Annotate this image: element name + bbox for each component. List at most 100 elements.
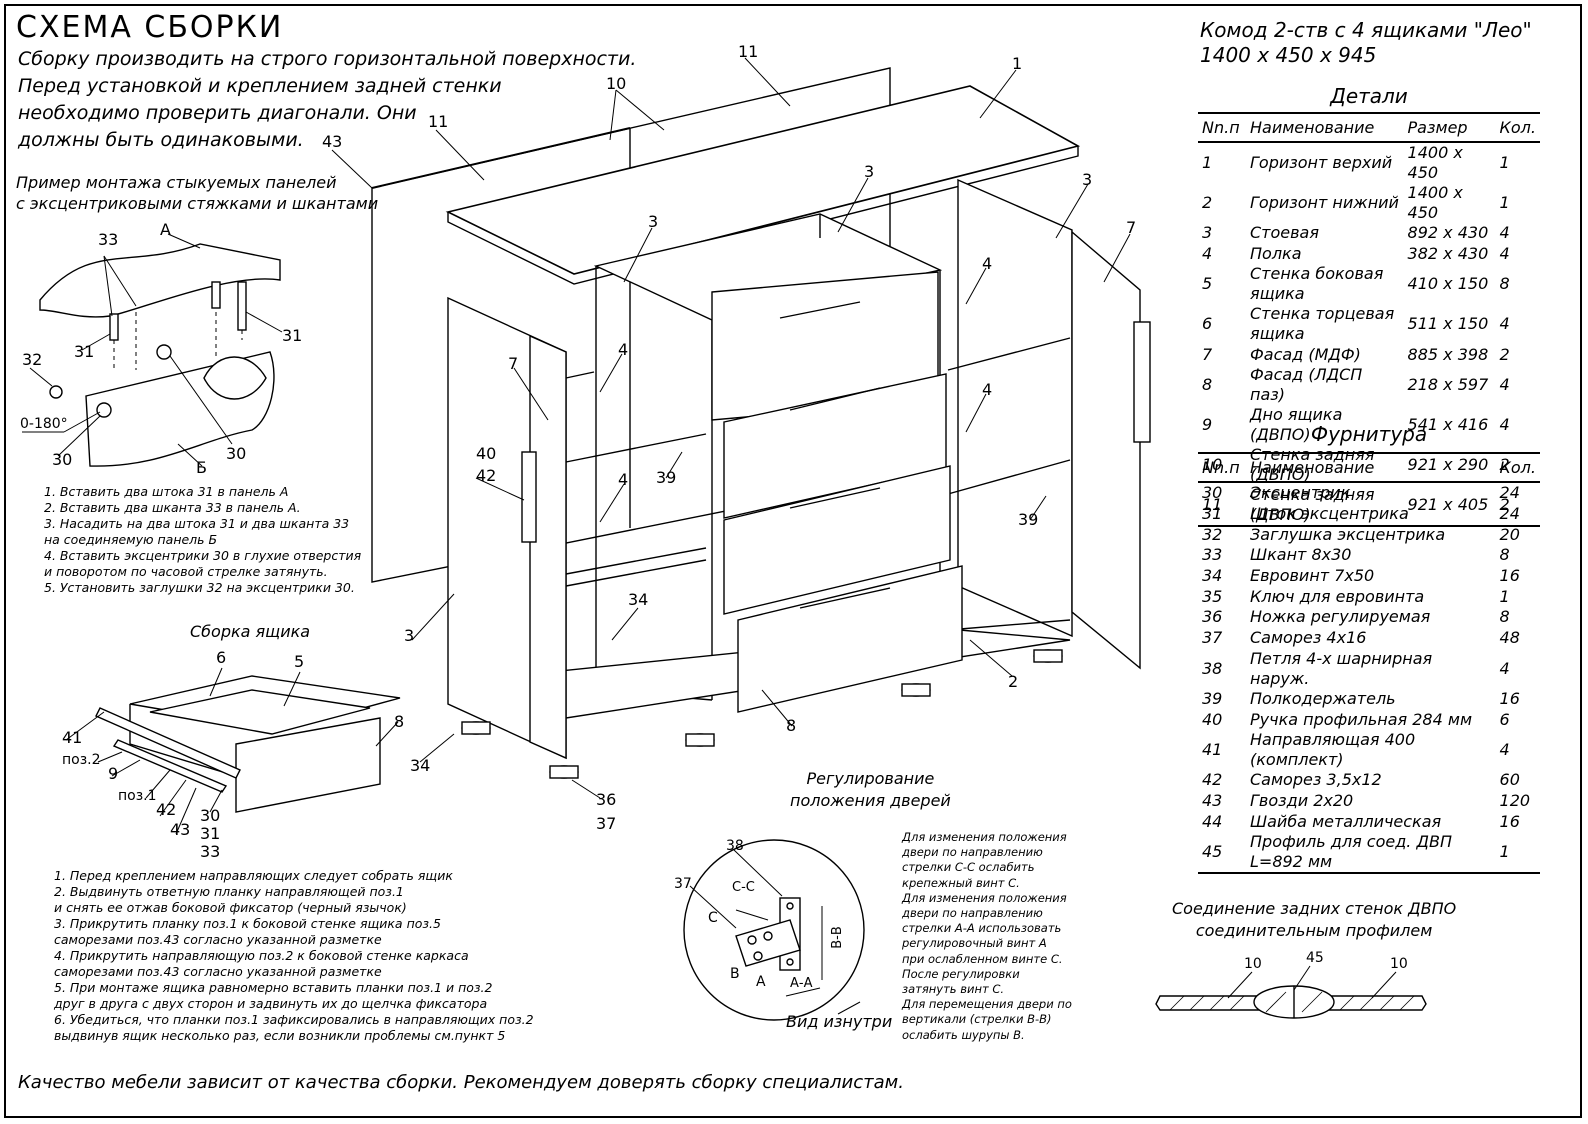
label-10-joint-a: 10 (1244, 956, 1262, 972)
label-39-left: 39 (656, 468, 677, 487)
label-30-cam-b: 30 (226, 444, 247, 463)
label-30-drawer: 30 (200, 806, 221, 825)
cell-qty: 4 (1499, 415, 1510, 435)
cell-name: Профиль для соед. ДВП L=892 мм (1246, 831, 1496, 874)
label-2: 2 (1008, 672, 1019, 691)
details-header-qty: Кол. (1495, 112, 1540, 143)
label-3-center: 3 (864, 162, 875, 181)
details-title: Детали (1330, 84, 1408, 108)
cell-qty: 24 (1499, 483, 1520, 503)
label-30-cam-a: 30 (52, 450, 73, 469)
drawing-frame (4, 4, 1582, 1118)
label-31-cam-a: 31 (74, 342, 95, 361)
right-door (1071, 230, 1141, 670)
cell-n: 3 (1202, 223, 1213, 243)
page-title: СХЕМА СБОРКИ (16, 10, 284, 45)
hardware-title: Фурнитура (1310, 422, 1428, 446)
cell-qty: 8 (1499, 274, 1510, 294)
details-table: Nn.п Наименование Размер Кол. 1 Горизонт … (1198, 112, 1540, 528)
label-3-right: 3 (1082, 170, 1093, 189)
table-row: 5 Стенка боковая ящика 410 х 150 8 (1198, 264, 1540, 304)
cell-name: Полкодержатель (1250, 688, 1396, 708)
cell-name: Ручка профильная 284 мм (1250, 709, 1473, 729)
cell-name: Эксцентрик (1250, 483, 1351, 503)
cell-name: Стенка боковая ящика (1250, 264, 1384, 304)
cell-n: 36 (1202, 607, 1223, 627)
details-header-size: Размер (1403, 112, 1496, 143)
label-4-c: 4 (982, 380, 993, 399)
label-7-left: 7 (508, 354, 519, 373)
label-41-drawer: 41 (62, 728, 83, 747)
cell-qty: 6 (1499, 709, 1510, 729)
cell-name: Шайба металлическая (1250, 811, 1442, 831)
hardware-header-n: Nn.п (1198, 452, 1246, 483)
cell-n: 9 (1202, 415, 1213, 435)
cell-n: 45 (1198, 831, 1246, 874)
cell-qty: 48 (1499, 628, 1520, 648)
cell-qty: 8 (1499, 607, 1510, 627)
cell-name: Петля 4-х шарнирная наруж. (1250, 648, 1433, 688)
label-a: А (756, 974, 766, 990)
cell-name: Шток эксцентрика (1250, 504, 1409, 524)
label-panel-b: Б (196, 458, 207, 477)
inside-view-label: Вид изнутри (786, 1012, 893, 1031)
cell-size: 892 х 430 (1407, 223, 1489, 243)
cell-name: Саморез 4х16 (1250, 628, 1367, 648)
cell-n: 2 (1202, 193, 1213, 212)
cell-name: Ключ для евровинта (1250, 586, 1425, 606)
drawer-assembly (65, 667, 401, 835)
cell-n: 5 (1202, 274, 1213, 294)
cell-size: 1400 х 450 (1407, 143, 1463, 182)
cell-size: 410 х 150 (1407, 274, 1489, 294)
cell-name: Стенка задняя (ДВПО) (1246, 485, 1404, 528)
cell-n: 37 (1202, 628, 1223, 648)
hinge-adjustment-detail (683, 839, 865, 1021)
cell-qty: 4 (1499, 223, 1510, 243)
label-bb: В-В (829, 926, 845, 949)
cell-name: Ножка регулируемая (1250, 607, 1431, 627)
cell-n: 32 (1202, 524, 1223, 544)
door-handle-right (1133, 321, 1151, 443)
cell-name: Гвозди 2х20 (1250, 790, 1354, 810)
label-43: 43 (322, 132, 343, 151)
label-33-drawer: 33 (200, 842, 221, 861)
cell-name: Горизонт нижний (1250, 193, 1399, 212)
drawer-assembly-title: Сборка ящика (190, 622, 311, 641)
cell-qty: 4 (1499, 739, 1510, 759)
cell-n: 39 (1202, 688, 1223, 708)
label-4-b: 4 (618, 340, 629, 359)
label-9-drawer: 9 (108, 764, 119, 783)
cell-name: Заглушка эксцентрика (1250, 524, 1446, 544)
cell-size: 541 х 416 (1407, 415, 1489, 435)
cell-n: 6 (1202, 314, 1213, 334)
label-8-drawer: 8 (394, 712, 405, 731)
cell-n: 38 (1202, 658, 1223, 678)
product-name: Комод 2-ств с 4 ящиками "Лео" 1400 х 450… (1200, 18, 1532, 67)
label-5-drawer: 5 (294, 652, 305, 671)
assembly-intro: Сборку производить на строго горизонталь… (18, 48, 637, 151)
cell-n: 8 (1202, 375, 1213, 395)
door-adjustment-title: Регулирование положения дверей (790, 769, 951, 810)
cell-qty: 1 (1499, 193, 1510, 212)
cam-connection-example (22, 233, 283, 467)
hardware-header-name: Наименование (1246, 452, 1496, 483)
label-31-drawer: 31 (200, 824, 221, 843)
cell-n: 33 (1202, 545, 1223, 565)
cell-name: Стоевая (1250, 223, 1319, 243)
cell-size: 511 х 150 (1407, 314, 1489, 334)
cell-size: 218 х 597 (1407, 375, 1489, 395)
cell-name: Горизонт верхий (1250, 153, 1393, 172)
cell-name: Евровинт 7х50 (1250, 566, 1375, 586)
cell-name: Фасад (МДФ) (1250, 344, 1361, 364)
cabinet-exploded-view (331, 57, 1151, 799)
label-11-left: 11 (428, 112, 449, 131)
label-angle: 0-180° (20, 416, 68, 432)
label-3-left: 3 (648, 212, 659, 231)
label-37: 37 (596, 814, 617, 833)
details-header-n: Nn.п (1198, 112, 1246, 143)
